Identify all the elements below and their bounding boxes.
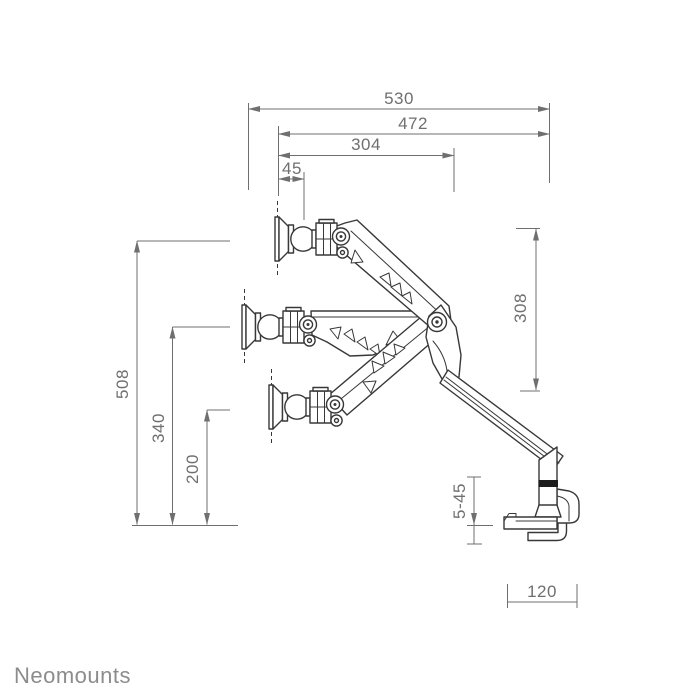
dim-120-label: 120: [527, 582, 557, 601]
dim-200-label: 200: [183, 454, 202, 484]
vesa-head-lowered: [268, 368, 345, 446]
dim-304-label: 304: [351, 135, 381, 154]
monitor-arm-illustration: [241, 200, 580, 542]
dim-508-label: 508: [113, 369, 132, 399]
vesa-head-raised: [274, 200, 351, 278]
clamp-desk-plate: [503, 516, 558, 530]
dim-200: 200: [183, 409, 230, 525]
dim-472-label: 472: [398, 114, 428, 133]
dim-530-label: 530: [384, 89, 414, 108]
vesa-head-horizontal: [241, 288, 318, 366]
dim-45: 45: [278, 159, 305, 182]
dim-304: 304: [278, 135, 455, 159]
elbow-pivot-screw: [426, 311, 448, 333]
dim-5-45: 5-45: [450, 476, 493, 545]
forearm-link: [439, 369, 564, 470]
arm-link-lowered: [328, 310, 448, 416]
dim-472: 472: [278, 114, 550, 137]
desk-clamp: [503, 446, 580, 542]
clamp-accent-band: [538, 480, 558, 487]
dim-530: 530: [248, 89, 550, 112]
clamp-body: [556, 488, 580, 524]
dim-45-label: 45: [282, 159, 302, 178]
dim-340-label: 340: [149, 413, 168, 443]
dim-508: 508: [113, 240, 230, 525]
dimension-annotations: 530 472 304 45 508 340 200: [113, 89, 578, 608]
dim-5-45-label: 5-45: [450, 483, 469, 519]
dim-308-label: 308: [511, 293, 530, 323]
dim-340: 340: [149, 326, 230, 525]
dim-308: 308: [511, 228, 540, 392]
neomounts-wordmark: Neomounts: [14, 663, 132, 688]
dim-120: 120: [507, 582, 578, 608]
